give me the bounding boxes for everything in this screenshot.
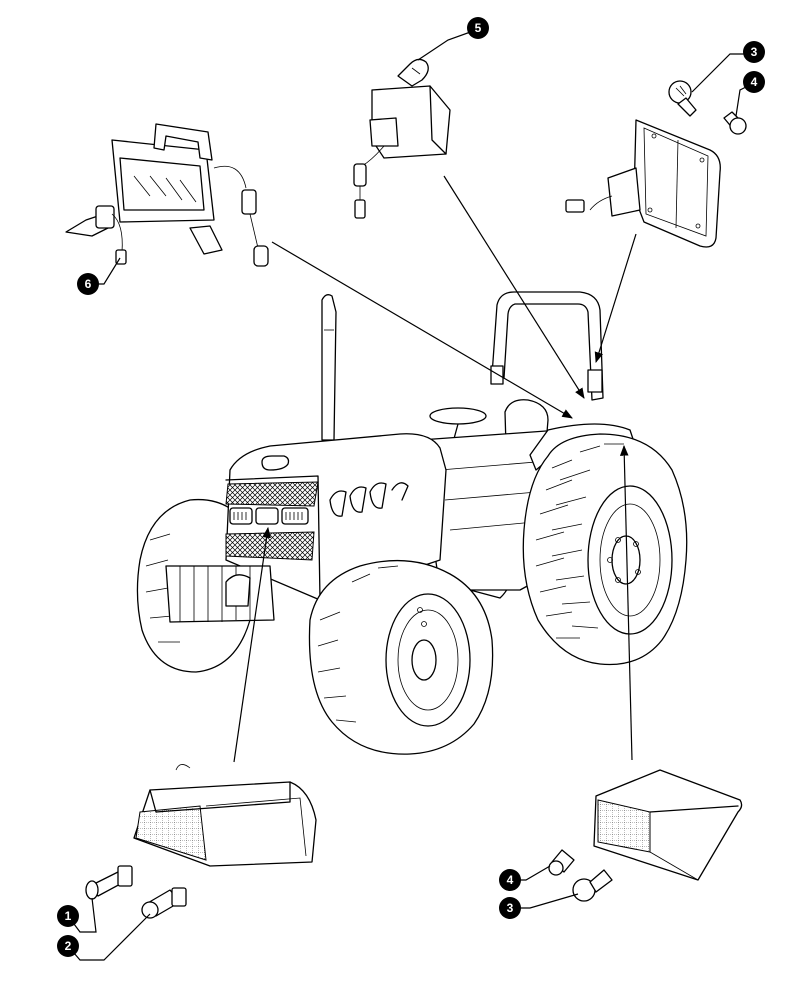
rear-right-tire [522, 433, 688, 666]
callout-6: 6 [77, 273, 99, 295]
cab-light-socket [353, 85, 451, 219]
bulb-2-part [141, 887, 187, 919]
svg-text:3: 3 [507, 901, 514, 915]
callout-2: 2 [57, 935, 79, 957]
svg-text:6: 6 [85, 277, 92, 291]
callout-3-top: 3 [743, 41, 765, 63]
callout-3-bottom: 3 [499, 897, 521, 919]
callout-4-bottom: 4 [499, 869, 521, 891]
svg-text:2: 2 [65, 939, 72, 953]
pointer-arrows [233, 175, 637, 763]
svg-text:1: 1 [65, 909, 72, 923]
bulb-1-part [85, 865, 133, 900]
work-light-assembly [65, 123, 269, 267]
callout-4-top: 4 [743, 71, 765, 93]
front-headlight-unit [133, 764, 317, 867]
svg-text:5: 5 [475, 21, 482, 35]
side-indicator-light [593, 769, 743, 881]
work-light-bulb [65, 205, 127, 265]
callout-1: 1 [57, 905, 79, 927]
svg-text:4: 4 [751, 75, 758, 89]
tractor [136, 291, 688, 755]
bulb-5-part [397, 58, 429, 87]
bulb-4-bottom [548, 849, 575, 876]
front-headlights [229, 507, 309, 525]
front-right-tire [308, 559, 494, 755]
rear-tail-light [565, 119, 721, 248]
bulb-3-bottom [572, 869, 613, 902]
svg-text:3: 3 [751, 45, 758, 59]
callout-5: 5 [467, 17, 489, 39]
bulb-3-top [668, 80, 697, 117]
svg-text:4: 4 [507, 873, 514, 887]
tractor-hood [165, 433, 447, 623]
bulb-4-top [723, 111, 747, 135]
